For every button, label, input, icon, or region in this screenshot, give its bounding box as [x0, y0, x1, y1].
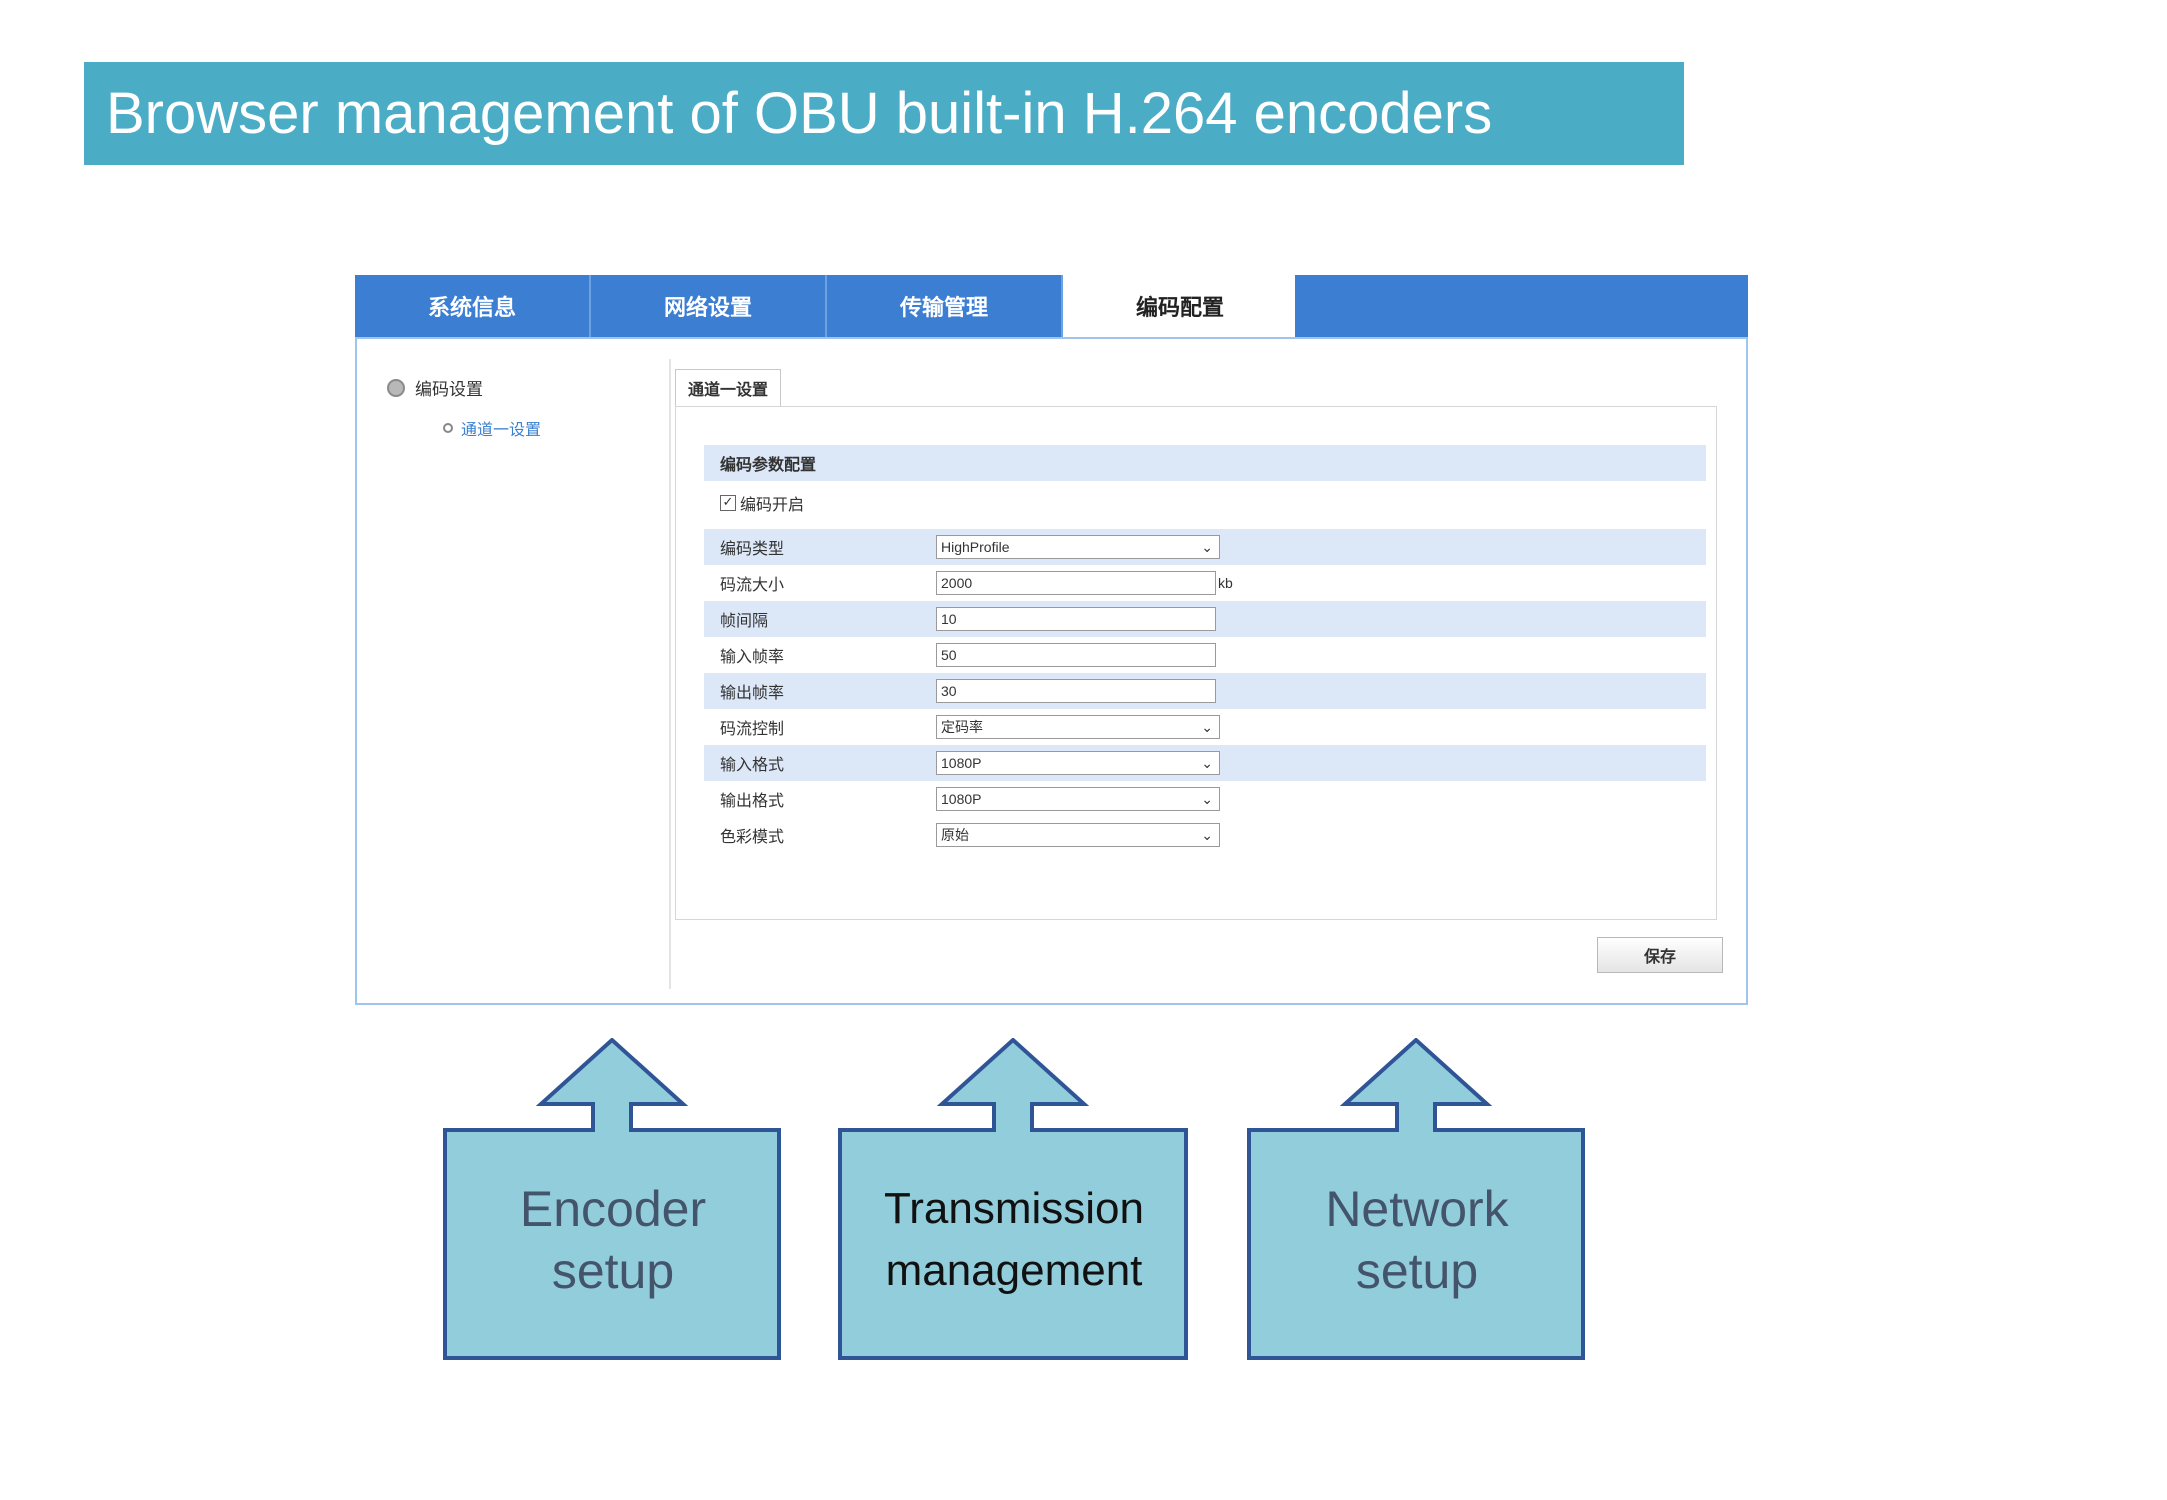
chevron-down-icon: ⌄: [1201, 539, 1213, 555]
callout-line1: Encoder: [519, 1181, 707, 1237]
callout-network-setup: Network setup: [1247, 1038, 1587, 1360]
callout-line1: Network: [1325, 1181, 1509, 1237]
chevron-down-icon: ⌄: [1201, 719, 1213, 735]
row-input-framerate: 输入帧率 50: [704, 637, 1706, 673]
select-value: HighProfile: [941, 539, 1010, 555]
chevron-down-icon: ⌄: [1201, 827, 1213, 843]
callout-transmission-management: Transmission management: [838, 1038, 1188, 1360]
row-output-framerate: 输出帧率 30: [704, 673, 1706, 709]
encoder-web-ui: 系统信息 网络设置 传输管理 编码配置 编码设置 通道一设置 通道一设置 编码参…: [355, 275, 1748, 1005]
color-mode-select[interactable]: 原始 ⌄: [936, 823, 1220, 847]
callout-label: Network setup: [1247, 1178, 1587, 1302]
row-rate-control: 码流控制 定码率 ⌄: [704, 709, 1706, 745]
row-output-format: 输出格式 1080P ⌄: [704, 781, 1706, 817]
row-label: 码流大小: [720, 575, 785, 594]
row-label: 帧间隔: [720, 611, 769, 630]
title-banner: Browser management of OBU built-in H.264…: [84, 62, 1684, 165]
tab-encoding-config[interactable]: 编码配置: [1063, 275, 1299, 337]
encoding-form: 编码参数配置 ✓ 编码开启 编码类型 HighProfile ⌄ 码流大小 20…: [675, 406, 1717, 920]
tree-root-item[interactable]: 编码设置: [387, 375, 483, 400]
tree-root-label: 编码设置: [415, 380, 483, 400]
rate-control-select[interactable]: 定码率 ⌄: [936, 715, 1220, 739]
tab-transmission-management[interactable]: 传输管理: [827, 275, 1063, 337]
section-title: 编码参数配置: [704, 445, 1706, 481]
main-tab-bar: 系统信息 网络设置 传输管理 编码配置: [355, 275, 1748, 337]
encode-enable-checkbox[interactable]: ✓: [720, 495, 736, 511]
input-framerate-input[interactable]: 50: [936, 643, 1216, 667]
callout-label: Transmission management: [838, 1178, 1190, 1302]
frame-interval-input[interactable]: 10: [936, 607, 1216, 631]
callout-label: Encoder setup: [443, 1178, 783, 1302]
row-frame-interval: 帧间隔 10: [704, 601, 1706, 637]
select-value: 定码率: [941, 719, 983, 735]
bitrate-unit: kb: [1218, 575, 1233, 591]
input-format-select[interactable]: 1080P ⌄: [936, 751, 1220, 775]
tab-bar-filler: [1295, 275, 1748, 337]
row-label: 编码类型: [720, 539, 785, 558]
tab-system-info[interactable]: 系统信息: [355, 275, 591, 337]
callout-line2: management: [885, 1246, 1143, 1295]
row-label: 输出格式: [720, 791, 785, 810]
circle-bullet-icon: [443, 423, 453, 433]
tree-child-label: 通道一设置: [461, 420, 542, 439]
row-label: 输入格式: [720, 755, 785, 774]
select-value: 1080P: [941, 791, 982, 807]
callout-line1: Transmission: [884, 1184, 1144, 1233]
slide-title: Browser management of OBU built-in H.264…: [106, 81, 1493, 146]
row-label: 色彩模式: [720, 827, 785, 846]
up-arrow-callout-shape: [443, 1038, 781, 1360]
output-framerate-input[interactable]: 30: [936, 679, 1216, 703]
row-color-mode: 色彩模式 原始 ⌄: [704, 817, 1706, 853]
divider: [669, 359, 671, 989]
select-value: 原始: [941, 827, 969, 843]
tab-network-settings[interactable]: 网络设置: [591, 275, 827, 337]
tree-item-channel-one[interactable]: 通道一设置: [443, 416, 541, 440]
chevron-down-icon: ⌄: [1201, 791, 1213, 807]
row-input-format: 输入格式 1080P ⌄: [704, 745, 1706, 781]
callout-encoder-setup: Encoder setup: [443, 1038, 783, 1360]
row-label: 输入帧率: [720, 647, 785, 666]
row-encode-type: 编码类型 HighProfile ⌄: [704, 529, 1706, 565]
row-label: 输出帧率: [720, 683, 785, 702]
select-value: 1080P: [941, 755, 982, 771]
row-label: 码流控制: [720, 719, 785, 738]
up-arrow-callout-shape: [1247, 1038, 1585, 1360]
tab-channel-one-settings[interactable]: 通道一设置: [675, 369, 782, 406]
gear-icon: [387, 378, 405, 397]
bitrate-input[interactable]: 2000: [936, 571, 1216, 595]
callout-line2: setup: [1355, 1243, 1479, 1299]
chevron-down-icon: ⌄: [1201, 755, 1213, 771]
row-bitrate: 码流大小 2000 kb: [704, 565, 1706, 601]
encode-enable-label: 编码开启: [740, 495, 805, 514]
encode-enable-row: ✓ 编码开启: [720, 491, 804, 515]
up-arrow-callout-shape: [838, 1038, 1188, 1360]
save-button[interactable]: 保存: [1597, 937, 1723, 973]
content-panel: 编码设置 通道一设置 通道一设置 编码参数配置 ✓ 编码开启 编码类型 High…: [355, 337, 1748, 1005]
encode-type-select[interactable]: HighProfile ⌄: [936, 535, 1220, 559]
callout-line2: setup: [551, 1243, 675, 1299]
output-format-select[interactable]: 1080P ⌄: [936, 787, 1220, 811]
